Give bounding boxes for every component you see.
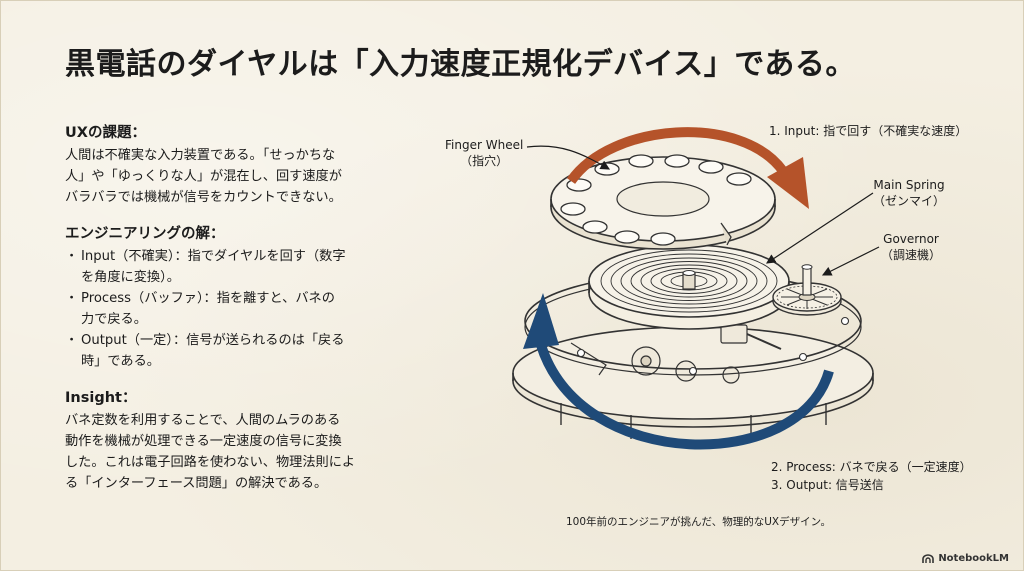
challenge-line: 人間は不確実な入力装置である。「せっかちな [65, 148, 336, 163]
notebooklm-logo-icon [922, 553, 935, 563]
main-spring-label: Main Spring （ゼンマイ） [873, 177, 945, 209]
challenge-section: UXの課題： 人間は不確実な入力装置である。「せっかちな 人」や「ゆっくりな人」… [65, 123, 385, 208]
insight-line: した。これは電子回路を使わない、物理法則によ [65, 455, 356, 470]
left-column: UXの課題： 人間は不確実な入力装置である。「せっかちな 人」や「ゆっくりな人」… [65, 123, 385, 510]
challenge-text: 人間は不確実な入力装置である。「せっかちな 人」や「ゆっくりな人」が混在し、回す… [65, 145, 385, 208]
finger-wheel-jp: （指穴） [460, 154, 509, 168]
finger-wheel-name: Finger Wheel [445, 138, 524, 152]
finger-wheel [550, 154, 776, 250]
input-arrow-head [767, 157, 809, 209]
bullet-line: Output（一定）：信号が送られるのは「戻る [81, 333, 345, 348]
bullet-line: 時」である。 [81, 354, 160, 369]
return-arrow-head [523, 293, 559, 349]
governor-leader [821, 246, 880, 276]
bullet-dot: ・ [65, 291, 79, 306]
insight-line: る「インターフェース問題」の解決である。 [65, 476, 328, 491]
governor [772, 264, 842, 316]
brand-watermark: NotebookLM [922, 553, 1009, 564]
solution-bullet-input: ・Input（不確実）：指でダイヤルを回す（数字を角度に変換）。 [65, 246, 385, 288]
challenge-heading: UXの課題： [65, 125, 146, 141]
finger-wheel-leader [526, 145, 611, 170]
dial-mechanism-illustration [512, 127, 880, 450]
bullet-line: Process（バッファ）：指を離すと、バネの [81, 291, 335, 306]
challenge-line: バラバラでは機械が信号をカウントできない。 [65, 190, 342, 205]
bullet-line: 力で戻る。 [81, 312, 147, 327]
main-spring-jp: （ゼンマイ） [873, 194, 946, 208]
slide-title: 黒電話のダイヤルは「入力速度正規化デバイス」である。 [65, 47, 856, 82]
bullet-dot: ・ [65, 333, 79, 348]
solution-bullet-process: ・Process（バッファ）：指を離すと、バネの力で戻る。 [65, 288, 385, 330]
bullet-dot: ・ [65, 249, 79, 264]
footnote: 100年前のエンジニアが挑んだ、物理的なUXデザイン。 [566, 516, 831, 528]
base-plate [512, 326, 874, 439]
governor-name: Governor [883, 232, 939, 246]
insight-line: バネ定数を利用することで、人間のムラのある [65, 413, 341, 428]
input-rotation-arrow [566, 127, 788, 184]
governor-label: Governor （調速機） [881, 231, 941, 263]
insight-heading: Insight： [65, 390, 137, 406]
challenge-line: 人」や「ゆっくりな人」が混在し、回す速度が [65, 169, 342, 184]
solution-section: エンジニアリングの解： ・Input（不確実）：指でダイヤルを回す（数字を角度に… [65, 224, 385, 372]
insight-text: バネ定数を利用することで、人間のムラのある 動作を機械が処理できる一定速度の信号… [65, 410, 385, 494]
solution-list: ・Input（不確実）：指でダイヤルを回す（数字を角度に変換）。 ・Proces… [65, 246, 385, 372]
insight-line: 動作を機械が処理できる一定速度の信号に変換 [65, 434, 342, 449]
step-3-label: 3. Output: 信号送信 [771, 478, 884, 492]
main-spring [588, 244, 790, 330]
bullet-line: を角度に変換）。 [81, 270, 180, 285]
rotary-dial-diagram: Finger Wheel （指穴） 1. Input: 指で回す（不確実な速度）… [431, 113, 1023, 513]
main-spring-name: Main Spring [873, 178, 945, 192]
solution-heading: エンジニアリングの解： [65, 226, 225, 242]
governor-jp: （調速機） [881, 248, 942, 262]
insight-section: Insight： バネ定数を利用することで、人間のムラのある 動作を機械が処理で… [65, 388, 385, 494]
step-1-label: 1. Input: 指で回す（不確実な速度） [769, 124, 968, 138]
return-rotation-arrow [536, 343, 834, 450]
main-spring-leader [765, 192, 874, 264]
solution-bullet-output: ・Output（一定）：信号が送られるのは「戻る時」である。 [65, 330, 385, 372]
step-2-label: 2. Process: バネで戻る（一定速度） [771, 460, 972, 474]
bullet-line: Input（不確実）：指でダイヤルを回す（数字 [81, 249, 346, 264]
gear-train [570, 324, 782, 384]
finger-wheel-label: Finger Wheel （指穴） [445, 137, 523, 169]
brand-name: NotebookLM [938, 553, 1009, 564]
